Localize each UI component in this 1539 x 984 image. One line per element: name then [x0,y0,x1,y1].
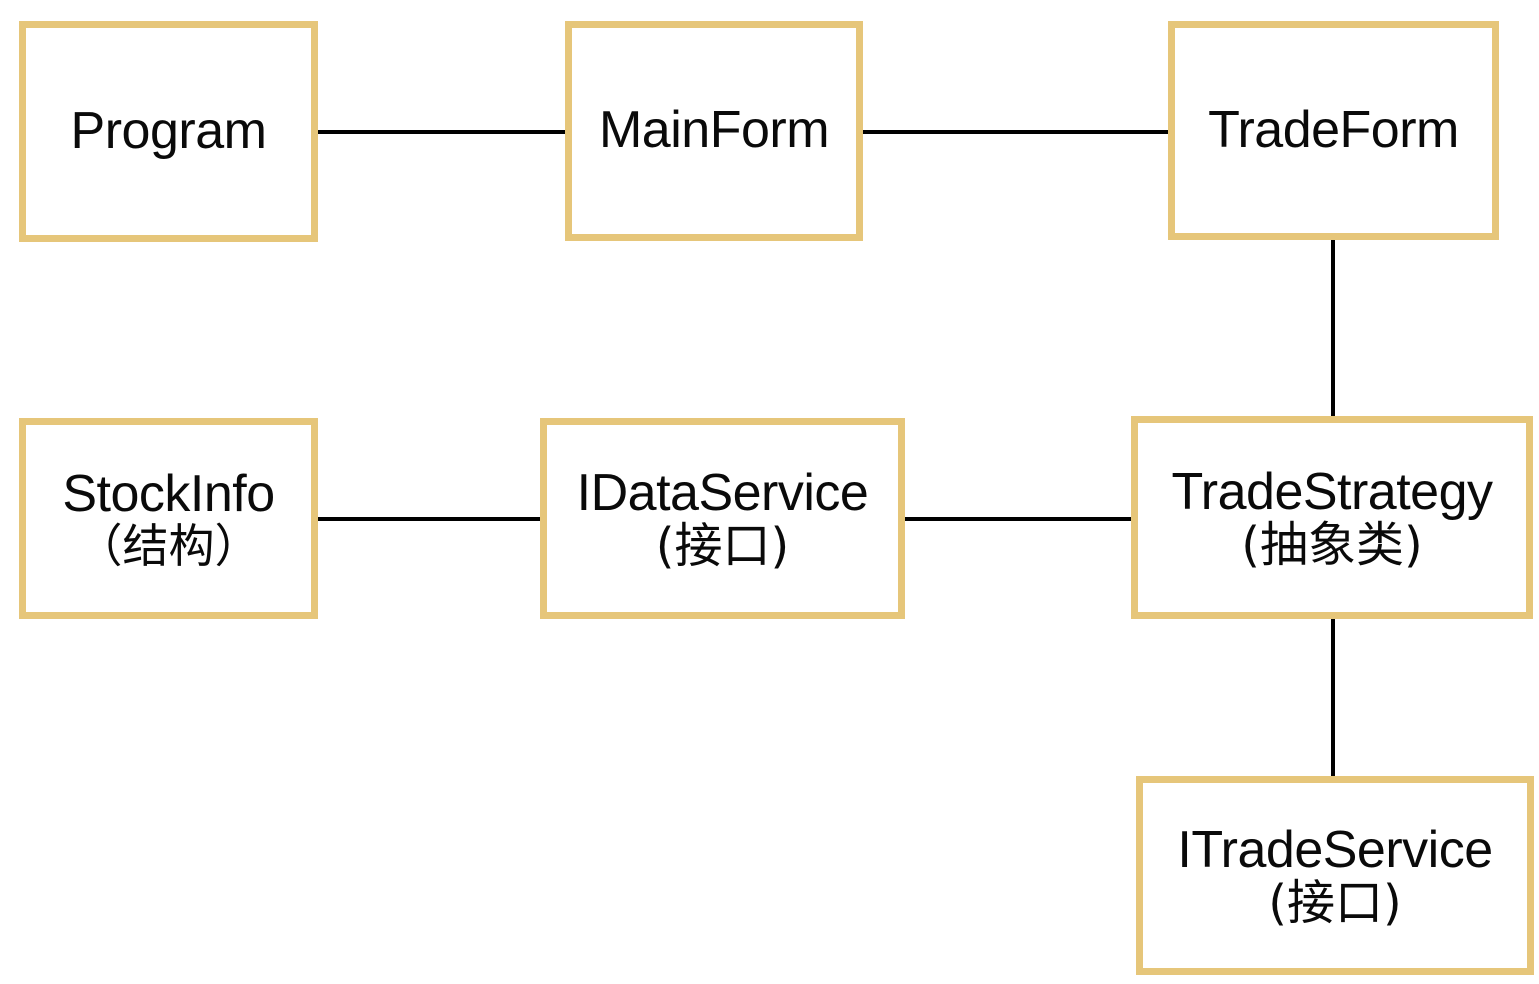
node-idataservice-title: IDataService [576,463,869,522]
node-tradestrategy-subtitle: (抽象类) [1241,516,1423,573]
connector-idataservice-to-tradestrategy [900,517,1136,521]
node-idataservice-subtitle: (接口) [655,517,790,574]
node-mainform[interactable]: MainForm [565,21,863,241]
node-tradeform[interactable]: TradeForm [1168,21,1499,240]
node-itradeservice-subtitle: (接口) [1268,874,1402,931]
connector-tradeform-to-tradestrategy [1331,236,1335,420]
node-mainform-title: MainForm [598,101,830,160]
node-stockinfo-subtitle: （结构） [76,518,261,573]
node-idataservice[interactable]: IDataService (接口) [540,418,905,619]
connector-program-to-mainform [313,130,569,134]
node-stockinfo-title: StockInfo [62,464,275,523]
node-tradeform-title: TradeForm [1208,100,1459,159]
connector-tradestrategy-to-itradeservice [1331,614,1335,780]
connector-stockinfo-to-idataservice [313,517,545,521]
node-itradeservice-title: ITradeService [1177,820,1493,879]
node-itradeservice[interactable]: ITradeService (接口) [1136,776,1534,975]
node-tradestrategy[interactable]: TradeStrategy (抽象类) [1131,416,1533,619]
node-stockinfo[interactable]: StockInfo （结构） [19,418,318,619]
connector-mainform-to-tradeform [858,130,1173,134]
node-tradestrategy-title: TradeStrategy [1171,462,1493,521]
node-program[interactable]: Program [19,21,318,242]
node-program-title: Program [70,101,267,160]
